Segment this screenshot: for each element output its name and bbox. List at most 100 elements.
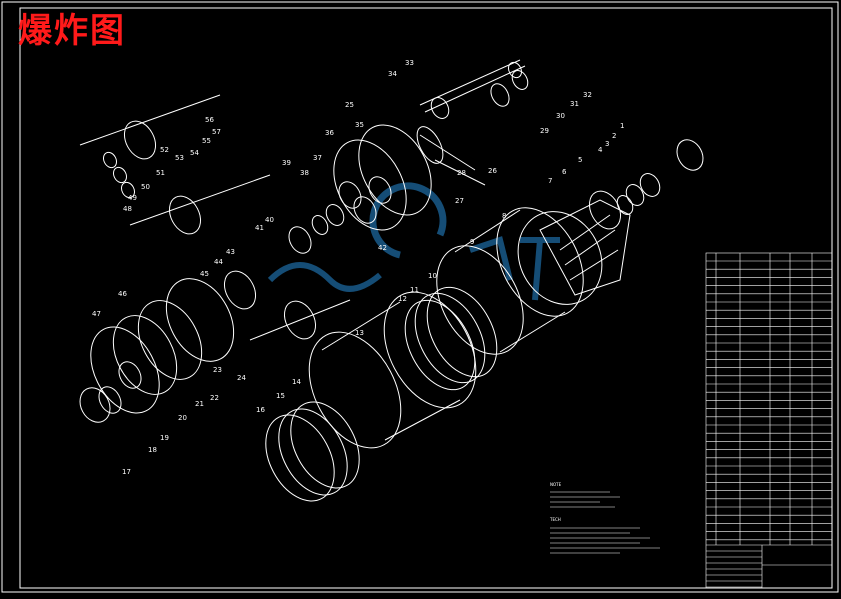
part-label: 35 [355,121,364,129]
gear-24 [165,278,235,362]
part-label: 16 [256,406,265,414]
washer-50 [113,166,127,184]
washer-6 [616,195,634,215]
part-label: 53 [175,154,184,162]
inner-frame [19,7,833,589]
washer-51 [103,151,117,169]
nut-49 [121,181,135,199]
part-label: 31 [570,100,579,108]
coupling-17 [79,387,111,423]
part-label: 39 [282,159,291,167]
planet-36-b [353,196,377,224]
cap-1 [676,139,704,171]
part-label: 15 [276,392,285,400]
part-label: 49 [128,194,137,202]
part-label: 38 [300,169,309,177]
part-label: 41 [255,224,264,232]
part-label: 30 [556,112,565,120]
planet-36-a [338,181,362,209]
shaft-mid-left [129,174,271,226]
cone-7 [539,199,631,296]
cone-rib-3 [569,249,619,281]
collar-33 [430,97,450,119]
part-label: 18 [148,446,157,454]
housing-9-front [496,207,584,317]
bearing-39 [325,204,345,226]
part-label: 34 [388,70,397,78]
gear-47 [90,326,160,414]
gear-43 [168,195,202,235]
housing-edge-bottom [499,311,566,353]
part-label: 45 [200,270,209,278]
part-label: 8 [502,212,506,220]
ring-15 [278,408,348,496]
part-label: 25 [345,101,354,109]
drum-shell-13-back [308,331,402,449]
part-label: 47 [92,310,101,318]
housing-edge-top [454,209,521,253]
gear-52 [123,120,157,160]
part-label: 37 [313,154,322,162]
part-label: 1 [620,122,624,130]
part-label: 43 [226,248,235,256]
part-label: 32 [583,91,592,99]
part-label: 22 [210,394,219,402]
flange-45 [223,270,257,310]
part-label: 9 [470,238,474,246]
ring-14 [290,401,360,489]
shaft-upper-left [79,94,221,146]
part-label: 11 [410,286,419,294]
part-label: 50 [141,183,150,191]
part-label: 54 [190,149,199,157]
drum-edge-top [321,301,401,351]
part-label: 44 [214,258,223,266]
part-label: 36 [325,129,334,137]
part-label: 7 [548,177,552,185]
part-label: 26 [488,167,497,175]
part-label: 13 [355,329,364,337]
part-label: 3 [605,140,609,148]
drum-edge-bottom [384,399,461,441]
shaft-lower-left [249,299,351,341]
housing-9-back [436,245,524,355]
shaft-34-lower [424,65,526,113]
part-label: 27 [455,197,464,205]
notes-heading: NOTE [550,482,562,487]
gear-42 [283,300,317,340]
nut-31 [508,61,522,79]
ring-10 [426,286,498,378]
part-label: 51 [156,169,165,177]
ring-11 [414,292,486,384]
part-label: 55 [202,137,211,145]
ring-16 [265,414,335,502]
hub-47 [118,361,142,389]
part-label: 42 [378,244,387,252]
end-cover-8 [517,211,603,305]
part-label: 52 [160,146,169,154]
bearing-30 [511,70,529,90]
drum-shell-13-front [383,291,477,409]
notes-block: NOTE TECH [549,482,660,554]
cone-rib-2 [564,229,616,266]
part-label: 23 [213,366,222,374]
drawing-title: 爆炸图 [18,11,126,51]
part-label: 17 [122,468,131,476]
part-label: 12 [398,295,407,303]
part-label: 21 [195,400,204,408]
gear-40 [288,226,312,254]
part-label: 46 [118,290,127,298]
part-label: 19 [160,434,169,442]
part-label: 14 [292,378,301,386]
part-label: 24 [237,374,246,382]
bearing-4 [639,173,661,197]
disk-23 [137,300,203,380]
gear-29 [490,83,510,107]
ring-12 [404,299,476,391]
part-label: 28 [457,169,466,177]
planet-36-c [368,176,392,204]
part-label: 2 [612,132,616,140]
sleeve-edge-top [419,134,476,171]
tech-heading: TECH [549,517,561,522]
